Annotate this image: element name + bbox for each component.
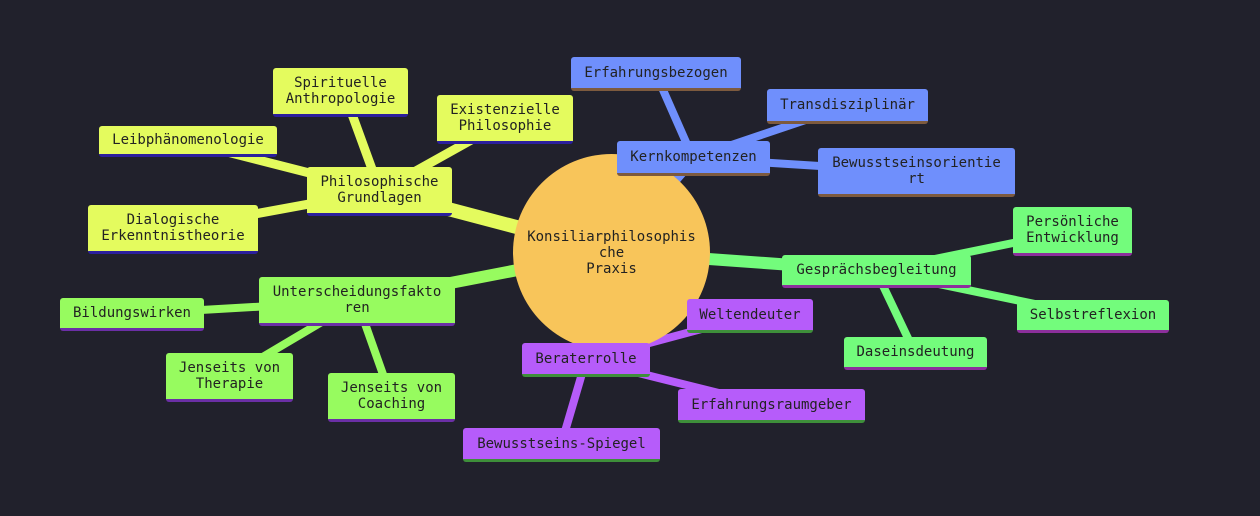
branch-unterscheidungsfaktoren[interactable]: Unterscheidungsfakto ren: [259, 277, 455, 326]
node-jenseits-von-coaching[interactable]: Jenseits von Coaching: [328, 373, 455, 422]
node-persoenliche-entwicklung[interactable]: Persönliche Entwicklung: [1013, 207, 1132, 256]
node-erfahrungsraumgeber[interactable]: Erfahrungsraumgeber: [678, 389, 865, 423]
node-leibphaenomenologie[interactable]: Leibphänomenologie: [99, 126, 277, 157]
node-erfahrungsbezogen[interactable]: Erfahrungsbezogen: [571, 57, 741, 91]
node-spirituelle-anthropologie[interactable]: Spirituelle Anthropologie: [273, 68, 408, 117]
branch-beraterrolle[interactable]: Beraterrolle: [522, 343, 650, 377]
node-transdisziplinaer[interactable]: Transdisziplinär: [767, 89, 928, 124]
node-bildungswirken[interactable]: Bildungswirken: [60, 298, 204, 331]
branch-philosophische-grundlagen[interactable]: Philosophische Grundlagen: [307, 167, 452, 216]
root-node[interactable]: Konsiliarphilosophis che Praxis: [513, 154, 710, 351]
node-daseinsdeutung[interactable]: Daseinsdeutung: [844, 337, 987, 370]
node-bewusstseinsorientiert[interactable]: Bewusstseinsorientie rt: [818, 148, 1015, 197]
node-weltendeuter[interactable]: Weltendeuter: [687, 299, 813, 333]
node-selbstreflexion[interactable]: Selbstreflexion: [1017, 300, 1169, 333]
node-bewusstseins-spiegel[interactable]: Bewusstseins-Spiegel: [463, 428, 660, 462]
node-dialogische-erkenntnistheorie[interactable]: Dialogische Erkenntnistheorie: [88, 205, 258, 254]
node-existenzielle-philosophie[interactable]: Existenzielle Philosophie: [437, 95, 573, 144]
branch-kernkompetenzen[interactable]: Kernkompetenzen: [617, 141, 770, 176]
node-jenseits-von-therapie[interactable]: Jenseits von Therapie: [166, 353, 293, 402]
branch-gespraechsbegleitung[interactable]: Gesprächsbegleitung: [782, 255, 971, 288]
